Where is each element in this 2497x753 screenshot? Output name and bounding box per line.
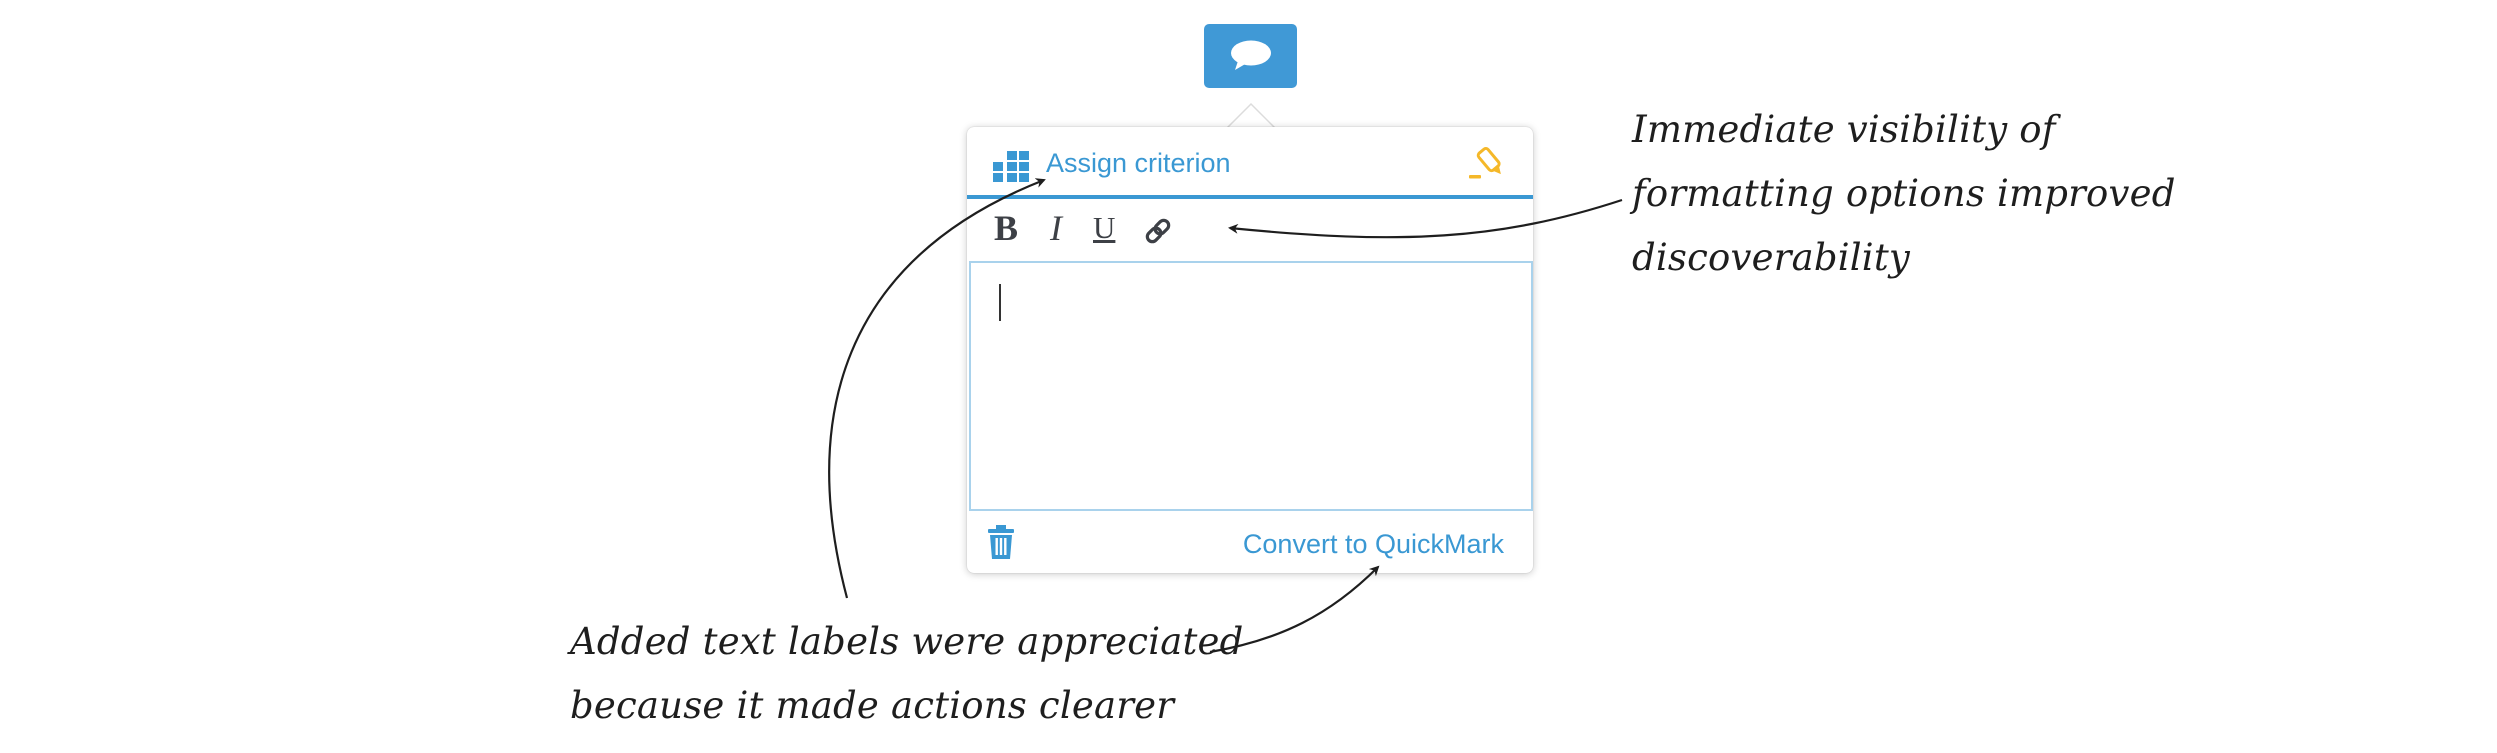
grid-icon bbox=[993, 151, 1029, 182]
annotation-line: formatting options improved bbox=[1632, 172, 2176, 215]
bold-button[interactable]: B bbox=[994, 208, 1019, 248]
annotation-text-labels: Added text labels were appreciated becau… bbox=[570, 610, 1244, 738]
highlighter-icon[interactable] bbox=[1468, 144, 1508, 180]
format-toolbar: B I U bbox=[967, 199, 1533, 261]
annotation-line: because it made actions clearer bbox=[570, 684, 1175, 727]
popup-footer: Convert to QuickMark bbox=[967, 511, 1533, 571]
convert-to-quickmark-link[interactable]: Convert to QuickMark bbox=[1242, 529, 1504, 559]
comment-popup: Assign criterion B I U bbox=[967, 127, 1533, 573]
speech-bubble-icon bbox=[1230, 40, 1271, 70]
annotation-line: discoverability bbox=[1632, 236, 1911, 279]
link-icon[interactable] bbox=[1143, 216, 1173, 246]
criterion-row: Assign criterion bbox=[967, 127, 1533, 199]
comment-button[interactable] bbox=[1204, 24, 1297, 88]
italic-button[interactable]: I bbox=[1050, 208, 1062, 248]
annotation-line: Added text labels were appreciated bbox=[570, 620, 1244, 663]
annotation-formatting-visibility: Immediate visibility of formatting optio… bbox=[1632, 98, 2176, 290]
assign-criterion-link[interactable]: Assign criterion bbox=[1046, 148, 1231, 178]
text-caret bbox=[999, 284, 1001, 321]
popup-pointer bbox=[1225, 102, 1277, 130]
trash-icon[interactable] bbox=[987, 525, 1015, 559]
annotation-line: Immediate visibility of bbox=[1632, 108, 2056, 151]
underline-button[interactable]: U bbox=[1093, 210, 1116, 245]
comment-text-editor[interactable] bbox=[969, 261, 1533, 511]
criterion-divider bbox=[967, 195, 1533, 199]
